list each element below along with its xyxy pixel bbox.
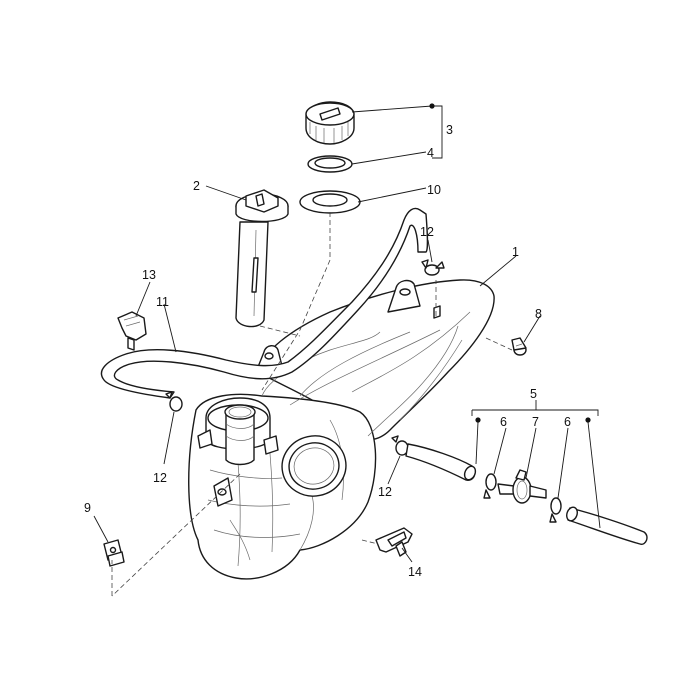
callout-10: 10 (427, 183, 441, 197)
hose-elbow (117, 311, 147, 351)
callout-9: 9 (84, 501, 91, 515)
hose-clamp-top (421, 259, 445, 276)
mounting-screw (511, 337, 527, 356)
leader-lines (93, 103, 601, 563)
callout-14: 14 (408, 565, 422, 579)
callout-6-left: 6 (500, 415, 507, 429)
hose-clip (375, 527, 413, 557)
callout-3: 3 (446, 123, 453, 137)
callout-8: 8 (535, 307, 542, 321)
callout-13: 13 (142, 268, 156, 282)
callout-1: 1 (512, 245, 519, 259)
callout-12-left: 12 (153, 471, 167, 485)
breather-hose (100, 207, 429, 399)
callout-11: 11 (156, 295, 169, 309)
callout-6-right: 6 (564, 415, 571, 429)
clip-nut (103, 539, 125, 567)
callout-labels: 3 4 10 2 12 1 13 11 8 5 6 7 6 12 12 9 14 (84, 123, 571, 579)
check-valve (497, 469, 547, 504)
callout-2: 2 (193, 179, 200, 193)
callout-12-middle: 12 (378, 485, 392, 499)
callout-7: 7 (532, 415, 539, 429)
clamp-6-right (549, 497, 562, 523)
filler-neck (197, 397, 279, 507)
fuel-cap (305, 101, 355, 145)
hose-clamp-middle (391, 435, 409, 456)
clamp-6-left (483, 473, 497, 499)
gasket (299, 190, 361, 214)
pump-opening (281, 435, 347, 497)
fuel-level-sender (235, 189, 289, 328)
callout-4: 4 (427, 146, 434, 160)
vent-hose-section-1 (405, 443, 477, 481)
callout-5: 5 (530, 387, 537, 401)
assembly-lines (111, 212, 513, 597)
vent-hose-section-2 (566, 506, 648, 545)
seal-ring (307, 155, 353, 173)
hose-clamp-left (165, 391, 183, 412)
callout-12-top: 12 (420, 225, 434, 239)
